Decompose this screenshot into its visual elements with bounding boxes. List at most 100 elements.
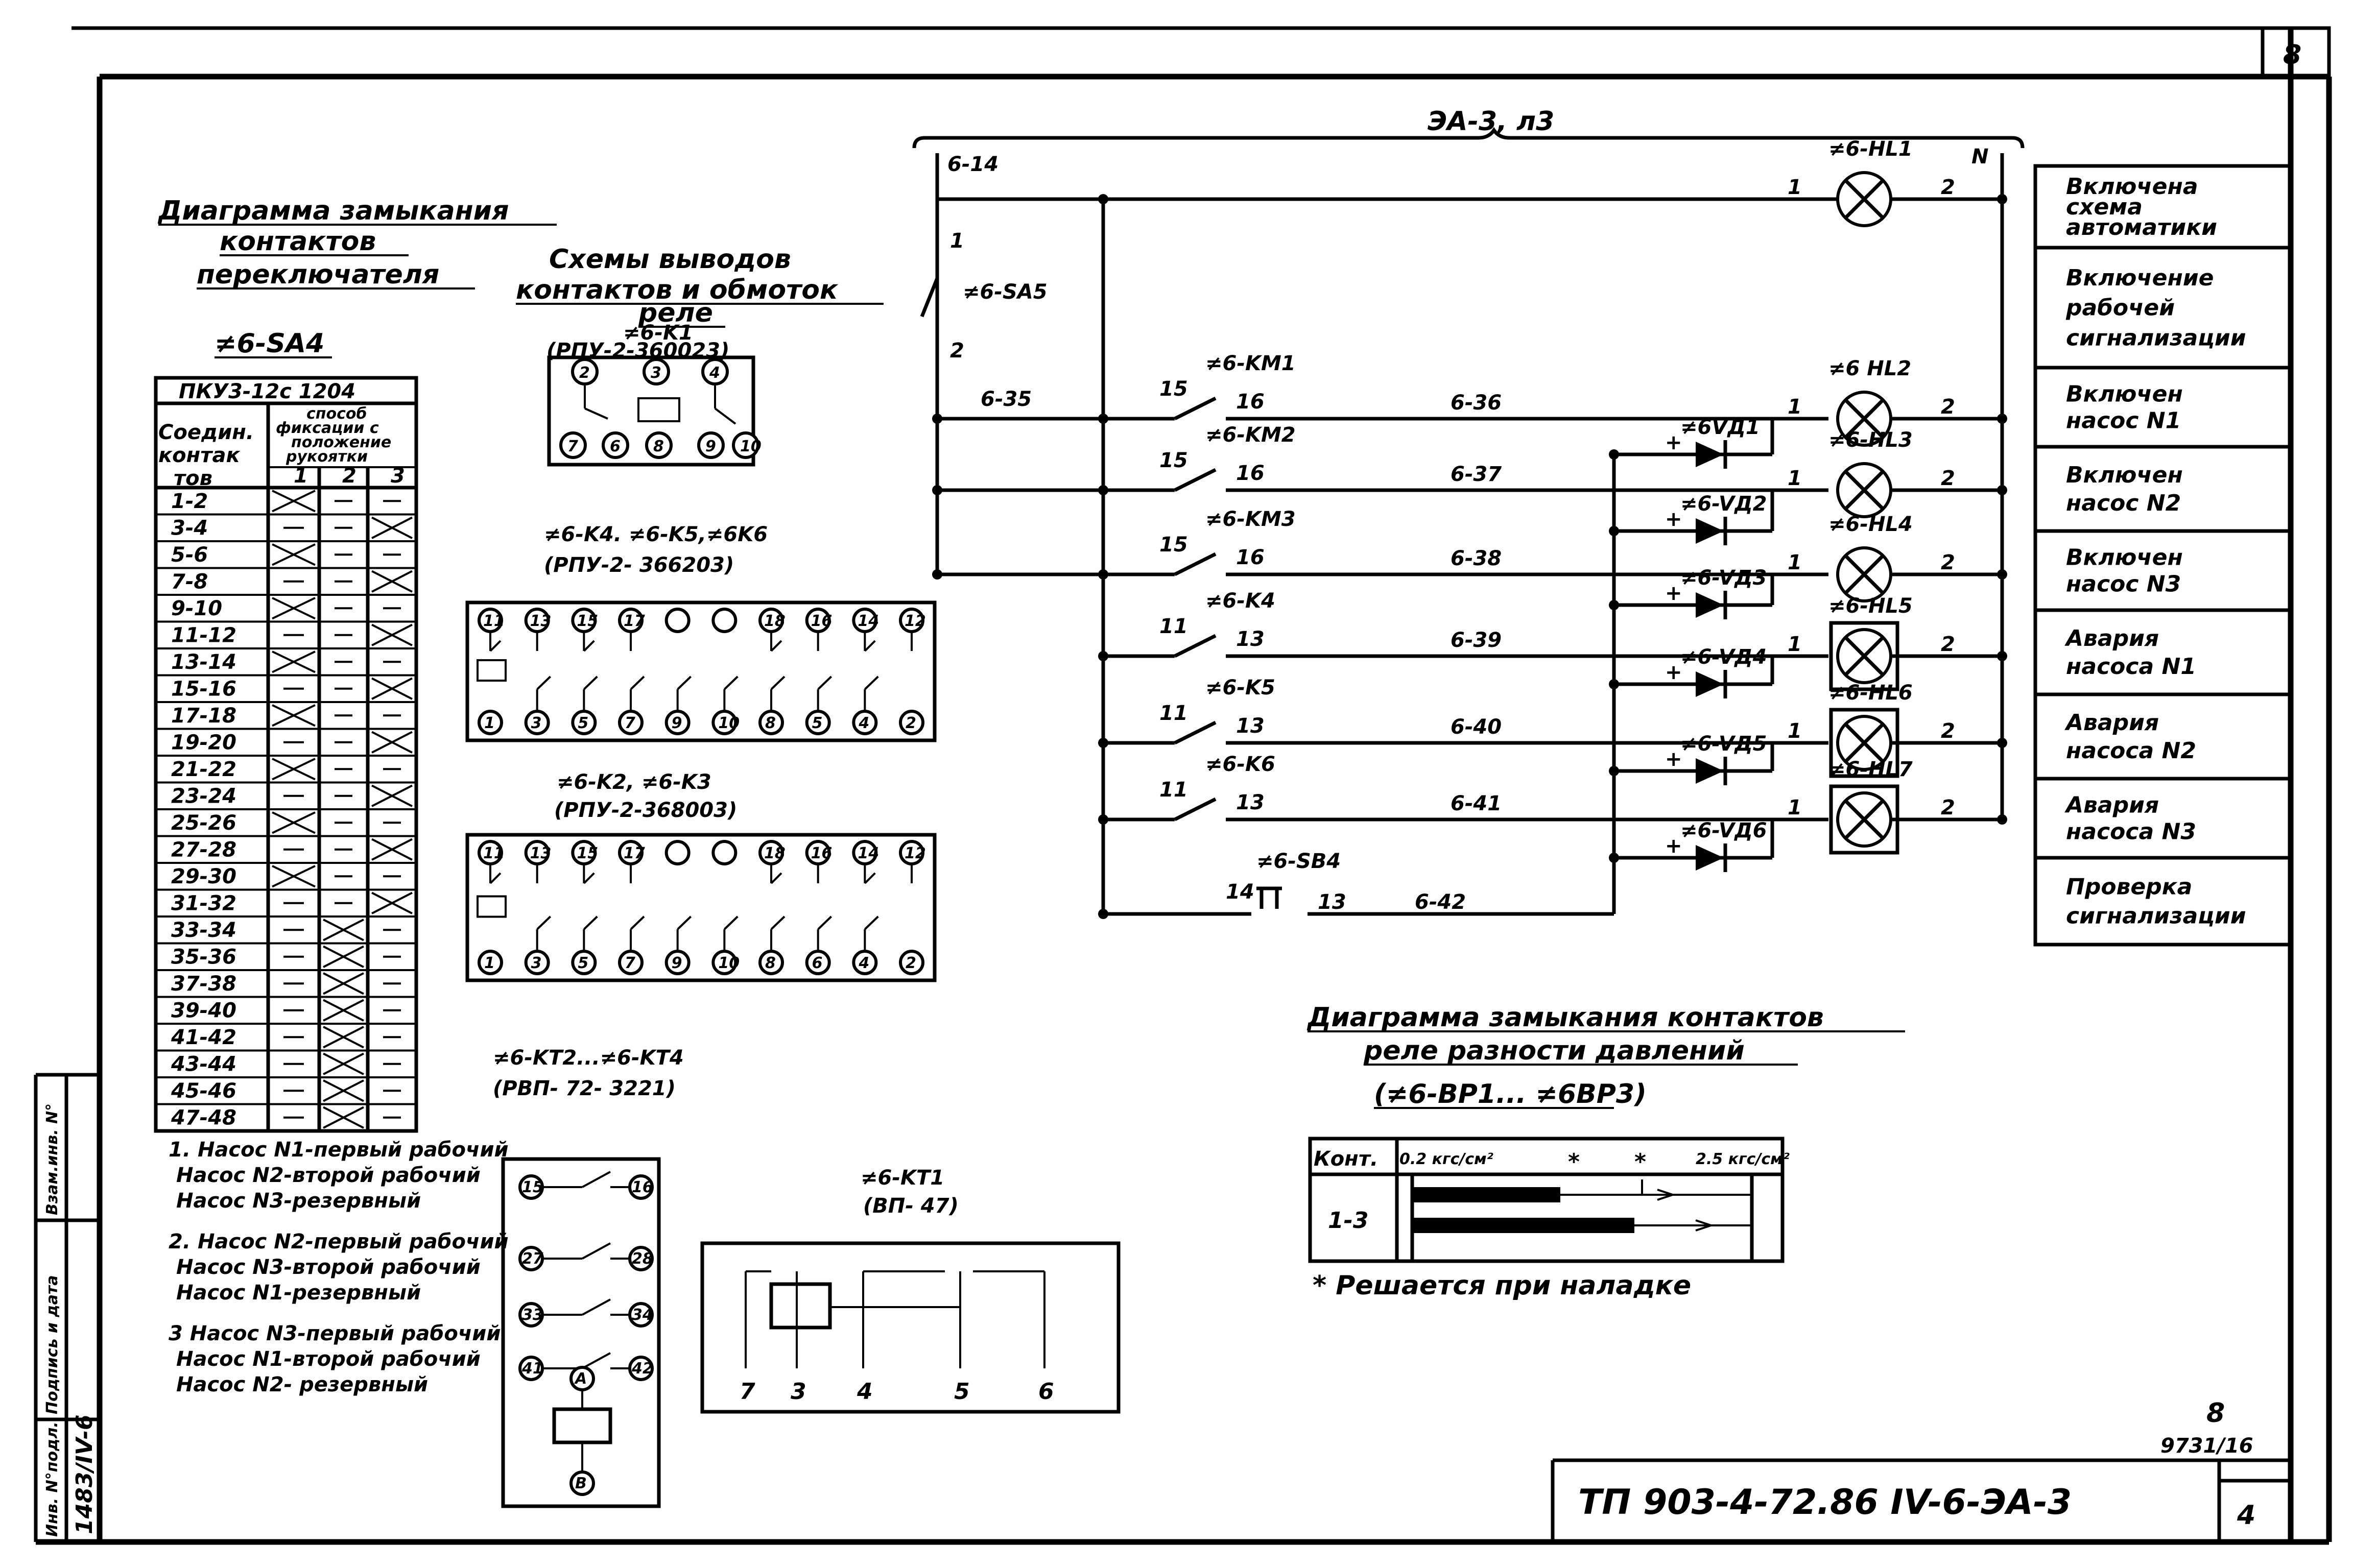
contact-blade bbox=[770, 872, 782, 884]
relay-pin bbox=[618, 710, 644, 735]
relay-pin bbox=[758, 840, 784, 865]
relay-pin-number: 4 bbox=[709, 364, 720, 382]
side-stamp: Инв. N°подл. Подпись и дата Взам.инв. N°… bbox=[34, 1073, 100, 1542]
sa4-fix-header-4: рукоятки bbox=[286, 448, 368, 466]
relay-pinouts: Схемы выводов контактов и обмоток реле ≠… bbox=[465, 244, 1121, 1508]
relay-coil bbox=[477, 659, 507, 682]
sa4-closed-mark bbox=[371, 731, 413, 754]
diode-plus: + bbox=[1665, 582, 1682, 605]
relay-pin bbox=[805, 710, 831, 735]
sa4-contact-label: 19-20 bbox=[171, 731, 236, 755]
relay-pin-number: 5 bbox=[578, 954, 588, 972]
sa4-closed-mark bbox=[371, 891, 413, 914]
lamp-cross bbox=[1844, 800, 1884, 839]
relay-coil bbox=[769, 1282, 832, 1330]
sa4-note: Насос N1-резервный bbox=[176, 1281, 421, 1305]
sa4-title-2: контактов bbox=[220, 226, 376, 257]
sa4-contact-label: 13-14 bbox=[171, 650, 236, 674]
contact-blade bbox=[536, 676, 552, 690]
pressure-col-header: Конт. bbox=[1314, 1147, 1378, 1171]
lamp-label: ≠6-HL4 bbox=[1828, 513, 1913, 536]
relay-pin-number: 12 bbox=[905, 845, 926, 862]
contact-blade bbox=[817, 676, 833, 690]
sa4-closed-mark bbox=[323, 1106, 364, 1129]
contact-blade bbox=[582, 1171, 611, 1188]
sa4-note: Насос N3-второй рабочий bbox=[176, 1256, 481, 1279]
contact-pin: 16 bbox=[1236, 462, 1265, 485]
sa4-contact-label: 45-46 bbox=[171, 1079, 236, 1103]
relay-pin bbox=[711, 950, 738, 975]
sa4-note: 3 Насос N3-первый рабочий bbox=[169, 1322, 501, 1345]
relay-pin bbox=[805, 840, 831, 865]
sa4-contact-label: 7-8 bbox=[171, 570, 208, 594]
contact-blade bbox=[489, 640, 502, 652]
lamp-label: ≠6-HL3 bbox=[1828, 428, 1913, 452]
lamp-label: ≠6-HL7 bbox=[1828, 758, 1913, 781]
contact-blade bbox=[536, 915, 552, 930]
relay-pin-number: 3 bbox=[531, 714, 542, 732]
contact-blade bbox=[582, 1242, 611, 1260]
sa4-note: 1. Насос N1-первый рабочий bbox=[169, 1138, 509, 1162]
contact-device: ≠6-K4 bbox=[1205, 589, 1275, 613]
stamp-inv-label: Инв. N°подл. bbox=[43, 1421, 61, 1537]
sb4-label: ≠6-SB4 bbox=[1256, 850, 1341, 873]
indicator-legend: ВключенасхемаавтоматикиВключениерабочейс… bbox=[2033, 164, 2293, 947]
sa4-closed-mark bbox=[371, 838, 413, 861]
contact-blade bbox=[677, 915, 692, 930]
neutral-label: N bbox=[1971, 145, 1988, 168]
contact-blade bbox=[864, 915, 879, 930]
sa5-label: ≠6-SA5 bbox=[963, 280, 1048, 304]
lamp-cross bbox=[1844, 554, 1884, 594]
relay-housing bbox=[501, 1157, 661, 1508]
legend-text: Включен bbox=[2066, 462, 2183, 488]
sa4-contact-label: 23-24 bbox=[171, 785, 236, 808]
legend-text: Авария bbox=[2064, 625, 2159, 652]
branch-contact bbox=[1174, 720, 1217, 745]
relay-pin-number: 42 bbox=[631, 1360, 653, 1378]
sa4-closed-mark bbox=[323, 919, 364, 942]
legend-text: насоса N1 bbox=[2066, 654, 2196, 680]
contact-blade bbox=[864, 872, 876, 884]
branch-contact bbox=[1174, 634, 1217, 658]
lamp-label: ≠6 HL2 bbox=[1828, 357, 1911, 380]
relay-pin bbox=[697, 431, 725, 459]
diode-label: ≠6-VД4 bbox=[1680, 645, 1767, 669]
contact-blade bbox=[864, 676, 879, 690]
contact-pin: 16 bbox=[1236, 546, 1265, 569]
pressure-row-label: 1-3 bbox=[1328, 1208, 1369, 1234]
sa4-model: ПКУ3-12с 1204 bbox=[179, 380, 355, 403]
k23-label: ≠6-K2, ≠6-K3 bbox=[557, 770, 711, 794]
relay-pin-number: 5 bbox=[578, 714, 588, 732]
diode-plus: + bbox=[1665, 431, 1682, 454]
stamp-replace-label: Взам.инв. N° bbox=[43, 1103, 61, 1215]
branch-contact bbox=[1174, 396, 1217, 421]
relay-pin-number: 9 bbox=[672, 954, 682, 972]
sa4-closed-mark bbox=[371, 677, 413, 700]
diode bbox=[1696, 758, 1724, 784]
diode bbox=[1696, 671, 1724, 697]
relay-pin-number: 15 bbox=[577, 845, 598, 862]
relay-pin-number: 16 bbox=[811, 845, 833, 862]
sheet-number-box: 8 bbox=[2261, 26, 2331, 79]
lamp-pin: 2 bbox=[1941, 796, 1955, 819]
k456-label: ≠6-K4. ≠6-K5,≠6K6 bbox=[544, 523, 768, 546]
branch-wire-label: 6-41 bbox=[1451, 792, 1502, 815]
branch-contact bbox=[1174, 468, 1217, 492]
relay-pin bbox=[643, 358, 670, 385]
relay-pin bbox=[602, 431, 629, 459]
legend-text: Проверка bbox=[2066, 874, 2192, 900]
relay-pin-number: 6 bbox=[812, 954, 823, 972]
relay-pin-number: 1 bbox=[484, 954, 495, 972]
sa4-contact-table: 1-23-45-67-89-1011-1213-1415-1617-1819-2… bbox=[154, 376, 418, 1133]
relay-coil bbox=[637, 397, 680, 422]
relay-pin bbox=[524, 840, 550, 865]
diode bbox=[1696, 592, 1724, 618]
relay-pin-number: 9 bbox=[672, 714, 682, 732]
sa5-pin: 1 bbox=[950, 229, 964, 253]
drawing-frame bbox=[36, 26, 2332, 1545]
legend-text: Включен bbox=[2066, 545, 2183, 571]
sa4-contact-label: 21-22 bbox=[171, 758, 236, 781]
relay-pin bbox=[664, 608, 691, 633]
junction-dot bbox=[1997, 569, 2007, 580]
